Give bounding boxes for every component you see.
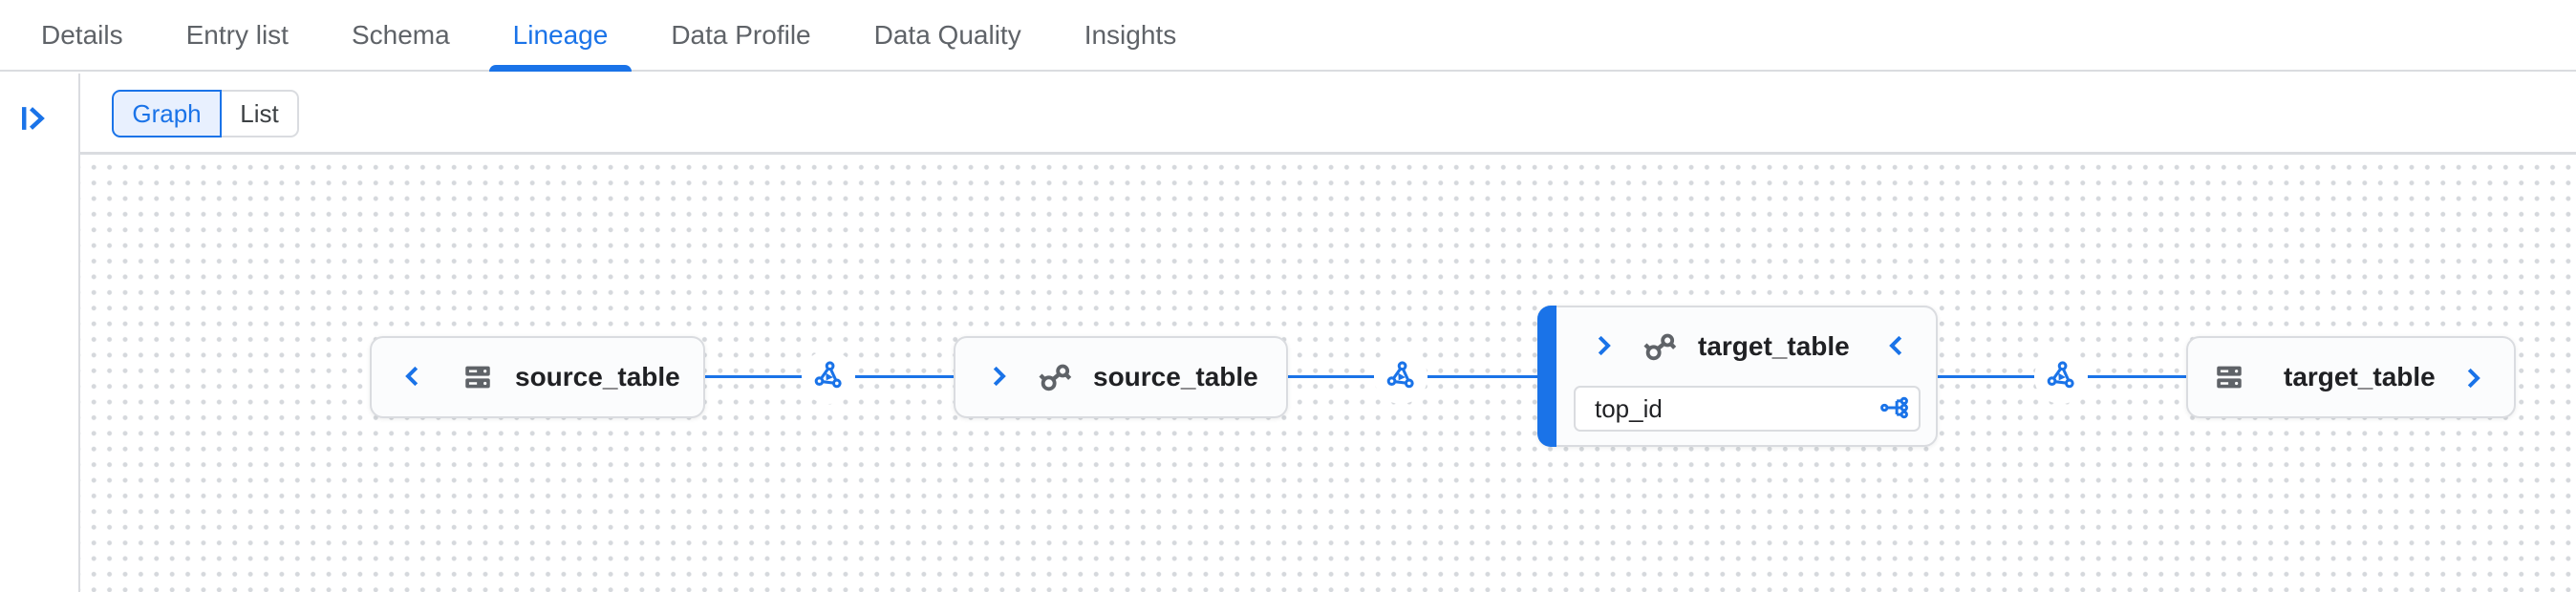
edge-line (855, 375, 954, 378)
process-icon (813, 360, 844, 395)
table-icon (462, 361, 494, 393)
column-lineage-icon (1879, 391, 1912, 427)
tab-entry-list[interactable]: Entry list (161, 0, 314, 70)
field-name: top_id (1595, 393, 1663, 423)
expand-panel-button[interactable] (15, 100, 54, 138)
tab-data-quality[interactable]: Data Quality (848, 0, 1047, 70)
process-node-1[interactable] (802, 350, 855, 404)
custom-entry-icon (1641, 328, 1679, 366)
custom-entry-icon (1036, 358, 1074, 396)
tab-schema[interactable]: Schema (326, 0, 476, 70)
edge-line (705, 375, 802, 378)
edge-line (1288, 375, 1374, 378)
edge-line (1428, 375, 1537, 378)
process-icon (1385, 360, 1416, 395)
tab-details[interactable]: Details (15, 0, 149, 70)
node-header: target_table (1589, 307, 1919, 386)
node-target-table-expanded[interactable]: target_table top_id (1537, 306, 1938, 447)
lineage-toolbar: Graph List (0, 74, 2576, 152)
expand-upstream-button[interactable] (398, 363, 427, 391)
chevron-right-icon (2458, 364, 2487, 395)
view-mode-toggle: Graph List (112, 90, 299, 137)
tab-lineage[interactable]: Lineage (487, 0, 634, 72)
chevron-right-icon (1589, 331, 1618, 363)
edge-line (2088, 375, 2186, 378)
expand-downstream-button[interactable] (2458, 365, 2487, 393)
process-node-3[interactable] (2034, 350, 2088, 404)
entry-tab-bar: Details Entry list Schema Lineage Data P… (0, 0, 2576, 72)
expand-downstream-button[interactable] (1589, 332, 1618, 361)
node-label: source_table (1093, 362, 1258, 391)
chevron-right-icon (984, 362, 1013, 393)
view-toggle-graph[interactable]: Graph (112, 90, 222, 137)
process-icon (2046, 360, 2076, 395)
selected-indicator-bar (1537, 306, 1556, 447)
node-label: target_table (2284, 362, 2436, 391)
edge-line (1938, 375, 2034, 378)
node-label: target_table (1698, 331, 1850, 361)
chevron-left-icon (1882, 331, 1911, 363)
expand-downstream-button[interactable] (984, 363, 1013, 391)
table-icon (2213, 361, 2245, 393)
chevron-left-icon (398, 362, 427, 393)
collapse-fields-button[interactable] (1882, 332, 1911, 361)
node-label: source_table (515, 362, 680, 391)
panel-expand-icon (16, 107, 53, 139)
node-target-table-2[interactable]: target_table (2186, 336, 2516, 418)
process-node-2[interactable] (1374, 350, 1428, 404)
gutter-divider (78, 74, 80, 592)
tab-data-profile[interactable]: Data Profile (645, 0, 836, 70)
view-toggle-list[interactable]: List (222, 90, 299, 137)
column-lineage-button[interactable] (1878, 391, 1913, 426)
field-row-top-id[interactable]: top_id (1574, 386, 1921, 432)
node-source-table-1[interactable]: source_table (370, 336, 705, 418)
node-source-table-2[interactable]: source_table (954, 336, 1288, 418)
tab-insights[interactable]: Insights (1059, 0, 1203, 70)
